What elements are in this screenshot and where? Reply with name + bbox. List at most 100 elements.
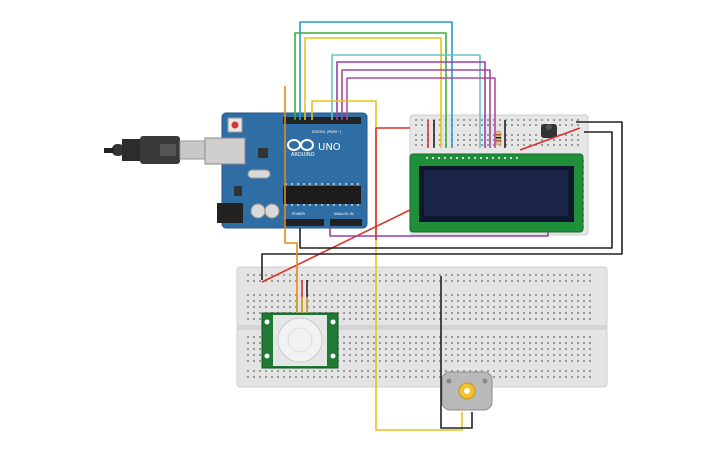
breadboard-hole	[475, 342, 477, 344]
breadboard-hole	[511, 370, 513, 372]
breadboard-hole	[511, 274, 513, 276]
breadboard-hole	[463, 274, 465, 276]
breadboard-hole	[529, 376, 531, 378]
breadboard-hole	[541, 274, 543, 276]
breadboard-hole	[475, 300, 477, 302]
breadboard-hole	[577, 274, 579, 276]
pir-motion-sensor[interactable]	[261, 297, 339, 369]
breadboard-hole	[427, 354, 429, 356]
breadboard-hole	[283, 300, 285, 302]
breadboard-hole	[469, 144, 471, 146]
breadboard-hole	[517, 336, 519, 338]
breadboard-hole	[462, 157, 464, 159]
breadboard-hole	[565, 134, 567, 136]
breadboard-hole	[529, 318, 531, 320]
breadboard-hole	[403, 354, 405, 356]
breadboard-hole	[475, 354, 477, 356]
breadboard-hole	[541, 360, 543, 362]
breadboard-hole	[553, 306, 555, 308]
breadboard-hole	[547, 318, 549, 320]
breadboard-hole	[415, 144, 417, 146]
breadboard-hole	[475, 144, 477, 146]
breadboard-hole	[361, 370, 363, 372]
breadboard-hole	[319, 370, 321, 372]
breadboard-hole	[367, 294, 369, 296]
breadboard-hole	[319, 274, 321, 276]
breadboard-hole	[583, 306, 585, 308]
breadboard-hole	[541, 312, 543, 314]
breadboard-hole	[361, 312, 363, 314]
breadboard-hole	[355, 360, 357, 362]
breadboard-hole	[493, 360, 495, 362]
breadboard-hole	[361, 274, 363, 276]
breadboard-hole	[289, 376, 291, 378]
breadboard-hole	[571, 348, 573, 350]
breadboard-hole	[409, 294, 411, 296]
breadboard-hole	[565, 124, 567, 126]
breadboard-hole	[367, 336, 369, 338]
breadboard-hole	[571, 300, 573, 302]
breadboard-hole	[559, 348, 561, 350]
breadboard-hole	[481, 294, 483, 296]
breadboard-hole	[589, 306, 591, 308]
breadboard-hole	[361, 342, 363, 344]
breadboard-hole	[487, 360, 489, 362]
breadboard-hole	[403, 300, 405, 302]
breadboard-hole	[589, 360, 591, 362]
breadboard-hole	[463, 280, 465, 282]
breadboard-hole	[481, 300, 483, 302]
breadboard-hole	[421, 119, 423, 121]
lcd-16x2-display[interactable]	[409, 153, 584, 233]
breadboard-hole	[481, 124, 483, 126]
breadboard-hole	[529, 134, 531, 136]
breadboard-hole	[283, 294, 285, 296]
breadboard-hole	[247, 274, 249, 276]
breadboard-hole	[379, 342, 381, 344]
breadboard-hole	[277, 294, 279, 296]
breadboard-hole	[475, 312, 477, 314]
breadboard-hole	[409, 318, 411, 320]
breadboard-hole	[553, 360, 555, 362]
breadboard-hole	[571, 294, 573, 296]
breadboard-hole	[565, 306, 567, 308]
breadboard-hole	[589, 336, 591, 338]
breadboard-hole	[487, 336, 489, 338]
arduino-uno-board[interactable]: ARDUINO UNO DIGITAL (PWM~) POWER ANALOG …	[204, 112, 368, 229]
breadboard-hole	[439, 280, 441, 282]
breadboard-hole	[469, 139, 471, 141]
breadboard-hole	[421, 336, 423, 338]
breadboard-hole	[259, 376, 261, 378]
breadboard-hole	[361, 294, 363, 296]
breadboard-hole	[403, 306, 405, 308]
breadboard-hole	[451, 312, 453, 314]
dc-motor-icon[interactable]	[441, 371, 493, 411]
breadboard-hole	[577, 139, 579, 141]
breadboard-hole	[487, 300, 489, 302]
breadboard-hole	[391, 348, 393, 350]
breadboard-hole	[295, 280, 297, 282]
breadboard-hole	[315, 204, 317, 206]
breadboard-hole	[343, 306, 345, 308]
breadboard-hole	[391, 280, 393, 282]
breadboard-hole	[277, 300, 279, 302]
breadboard-hole	[565, 300, 567, 302]
breadboard-hole	[445, 312, 447, 314]
resistor[interactable]	[495, 130, 502, 146]
breadboard-hole	[589, 318, 591, 320]
breadboard-hole	[265, 370, 267, 372]
breadboard-hole	[343, 294, 345, 296]
breadboard-hole	[355, 306, 357, 308]
breadboard-hole	[343, 342, 345, 344]
breadboard-hole	[493, 354, 495, 356]
breadboard-hole	[445, 274, 447, 276]
breadboard-hole	[259, 348, 261, 350]
breadboard-hole	[517, 139, 519, 141]
breadboard-hole	[487, 294, 489, 296]
breadboard-hole	[327, 204, 329, 206]
breadboard-hole	[535, 318, 537, 320]
breadboard-hole	[313, 370, 315, 372]
potentiometer-knob-icon[interactable]	[541, 124, 557, 138]
breadboard-hole	[511, 342, 513, 344]
breadboard-hole	[456, 157, 458, 159]
breadboard-hole	[535, 342, 537, 344]
